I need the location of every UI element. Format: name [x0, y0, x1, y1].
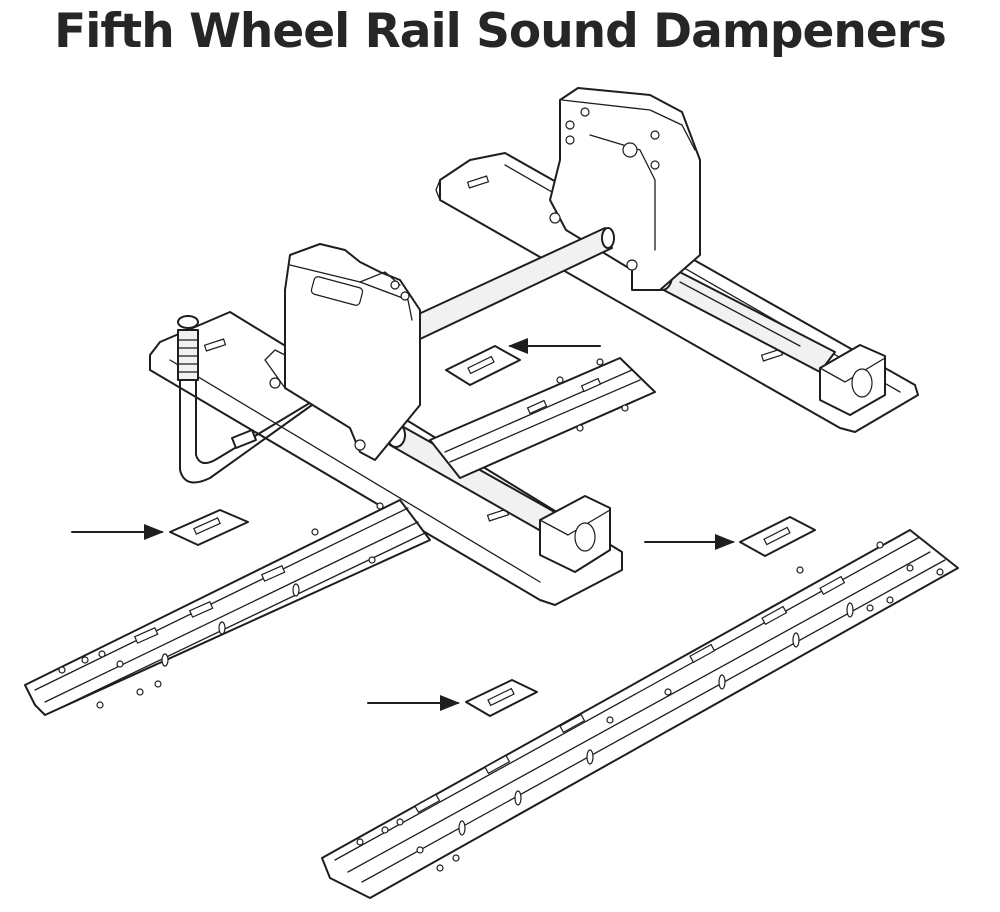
dampener-pad-top	[445, 345, 521, 386]
left-saddle-assembly	[149, 243, 623, 606]
dampener-pad-left	[169, 509, 249, 546]
dampener-pad-bottom	[465, 679, 538, 717]
rail-front-right	[321, 529, 959, 899]
cross-tube	[409, 227, 615, 341]
rail-front-left	[24, 499, 431, 716]
right-saddle-assembly	[435, 87, 919, 433]
left-saddle-tower	[284, 243, 421, 461]
diagram-title: Fifth Wheel Rail Sound Dampeners	[54, 4, 947, 59]
rail-back-left	[429, 357, 656, 479]
dampener-pad-right	[739, 516, 816, 557]
